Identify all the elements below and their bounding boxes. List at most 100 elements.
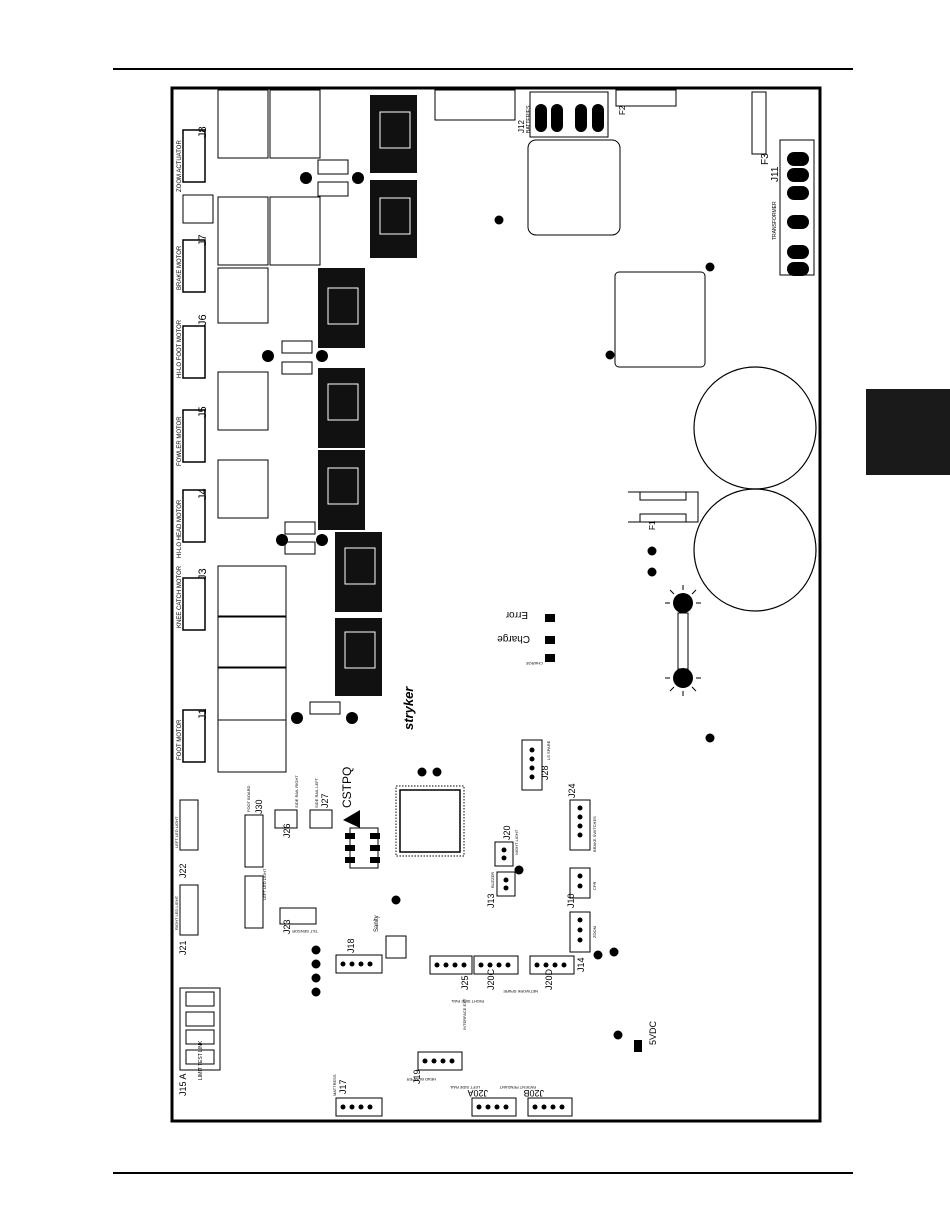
fowler-motor-label: FOWLER MOTOR [177,416,183,466]
j23-desc: TILT SENSOR [292,929,318,934]
j25-desc: INTERFACE EXT [462,998,467,1030]
j20c-connector [473,955,519,975]
j20c-desc: RIGHT SIDE RAIL [450,999,484,1004]
relay-small [182,194,214,224]
foot-motor-label: FOOT MOTOR [177,719,183,760]
capacitor-1 [693,366,817,490]
f1-holder [628,491,699,523]
tp-mcu-1 [417,767,427,777]
header-rule [113,68,853,70]
j28-desc: LS SPARE [546,740,551,760]
j5-label: J5 [197,406,209,418]
j22-desc: LEFT LED LIGHT [262,868,267,900]
f1-label: F1 [648,520,657,530]
test-points [311,215,715,1040]
j23-label: J23 [282,919,292,934]
j12-desc: BATTERIES [526,105,532,133]
mosfets [318,95,417,696]
f3-holder [751,91,767,155]
zoom-actuator-label: ZOOM ACTUATOR [177,140,183,192]
f3-label: F3 [760,153,771,165]
j30-desc: FOOT BOARD [246,786,251,812]
j28-label: J28 [540,765,550,780]
q16 [370,180,417,258]
footer-rule [113,1172,853,1174]
j20-connector [494,841,514,867]
j23-connector [279,907,317,925]
j17-desc: MATTRESS [332,1074,337,1096]
relay-k7 [217,267,269,324]
sanity-label: Sanity [374,915,380,932]
motor-connectors [182,129,206,763]
v5dc-led [634,1040,642,1052]
j21-label: J21 [178,940,188,955]
j22b-connector [179,799,199,851]
j1-connector [182,709,206,763]
j22-label: J22 [178,863,188,878]
charge-label: Charge [497,633,530,644]
j17-connector [335,1097,383,1117]
j20d-label: J20D [544,968,554,990]
j30-connector [244,814,264,868]
stryker-logo: stryker [401,686,416,730]
j12-label: J12 [517,120,526,133]
j20c-label: J20C [486,968,496,990]
j14-desc: ZOOM [592,926,597,938]
charge-sub-label: CHARGE [526,661,543,666]
section-tab [866,389,950,475]
charge-led [545,636,555,644]
j25-connector [429,955,473,975]
j20a-desc: LEFT SIDE RAIL [449,1085,480,1090]
j22b-desc: LEFT LED LIGHT [174,816,179,848]
q14 [318,368,365,448]
j15a-stack [179,987,221,1071]
cstpq-label: CSTPQ [340,767,354,808]
j14-label: J14 [576,957,586,972]
j13-connector [496,871,516,897]
j20a-connector [471,1097,517,1117]
j27-connector [309,809,333,829]
j30-label: J30 [254,799,264,814]
j14-connector [569,911,591,953]
f2-holder [615,89,677,107]
j26-connector [274,809,298,829]
relay-k2 [217,667,287,721]
j3-label: J3 [197,568,209,580]
k11-block [434,89,516,121]
j20b-desc: PATIENT PENDANT [499,1085,536,1090]
j8-label: J8 [197,126,209,138]
j13-desc: BUZZER [490,872,495,888]
j26-label: J26 [282,823,292,838]
j27-label: J27 [320,793,330,808]
j24-desc: BRAKE SWITCHES [592,816,597,852]
j17-label: J17 [338,1079,348,1094]
transformer-label: TRANSFORMER [772,201,778,240]
error-label: Error [505,609,528,620]
relay-k4 [217,565,287,617]
capacitor-2 [693,488,817,612]
j19-desc: HEAD BUMPER [407,1077,436,1082]
j10-desc: CPR [592,881,597,890]
knee-catch-motor-label: KNEE CATCH MOTOR [177,565,183,628]
q10 [335,618,382,696]
relays [182,89,321,773]
j21-desc: RIGHT LED LIGHT [174,895,179,930]
cstpq-logo-mark [343,810,360,828]
heatsink [665,585,701,696]
transformer-block [527,139,621,236]
j18-label: J18 [346,938,356,953]
charge-led-2 [545,654,555,662]
j6-connector [182,325,206,379]
j10-connector [569,867,591,899]
j13-label: J13 [486,893,496,908]
microcontroller [399,789,461,853]
v5dc-label: 5VDC [648,1020,658,1045]
j18-connector [335,954,383,974]
j24-label: J24 [567,783,577,798]
j19-label: J19 [412,1069,422,1084]
j20-desc: NIGHT LIGHT [514,829,519,855]
j4-connector [182,489,206,543]
j26-desc: SIDE RAIL RIGHT [294,775,299,808]
j8-connector [182,129,206,183]
